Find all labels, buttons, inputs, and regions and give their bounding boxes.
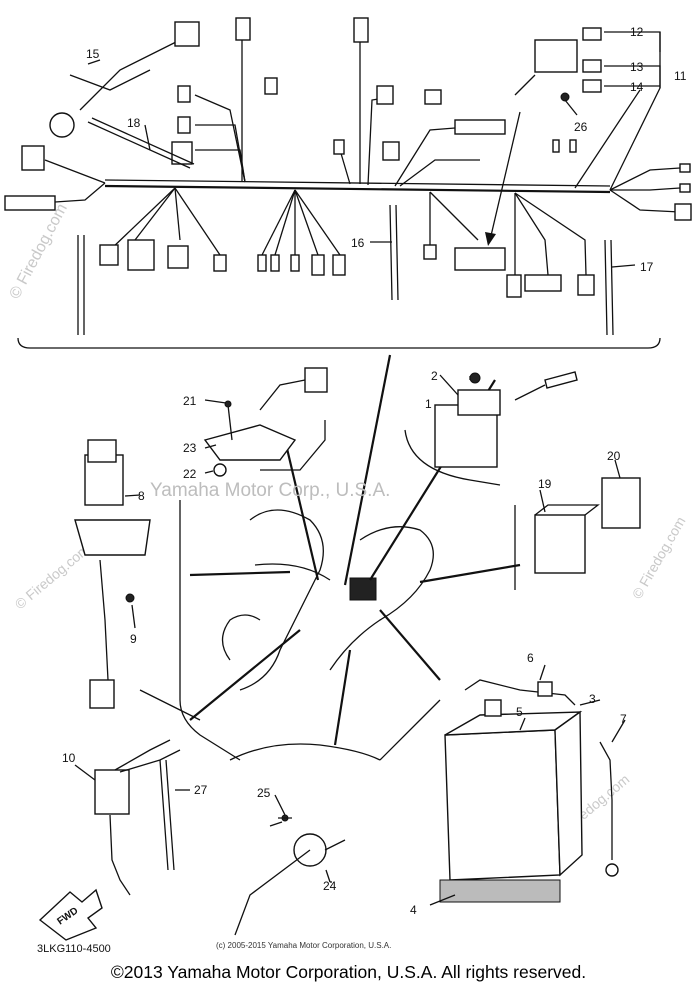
- callout-8: 8: [138, 489, 145, 503]
- callout-19: 19: [538, 477, 552, 491]
- callout-7: 7: [620, 712, 627, 726]
- callout-9: 9: [130, 632, 137, 646]
- callout-numbers: 1 2 3 4 5 6 7 8 9 10 11 12 13 14 15 16 1…: [62, 25, 687, 917]
- components: FWD: [38, 354, 641, 941]
- callout-2: 2: [431, 369, 438, 383]
- callout-23: 23: [183, 441, 197, 455]
- callout-17: 17: [640, 260, 654, 274]
- callout-20: 20: [607, 449, 621, 463]
- callout-3: 3: [589, 692, 596, 706]
- copyright-notice: ©2013 Yamaha Motor Corporation, U.S.A. A…: [110, 962, 587, 982]
- yamaha-watermark: Yamaha Motor Corp., U.S.A.: [150, 480, 390, 501]
- part-code: 3LKG110-4500: [37, 943, 111, 955]
- small-copyright: (c) 2005-2015 Yamaha Motor Corporation, …: [216, 941, 392, 950]
- callout-14: 14: [630, 80, 644, 94]
- callout-12: 12: [630, 25, 644, 39]
- callout-6: 6: [527, 651, 534, 665]
- callout-15: 15: [86, 47, 100, 61]
- callout-13: 13: [630, 60, 644, 74]
- site-watermark-mid: © Firedog.com: [12, 541, 93, 612]
- callout-18: 18: [127, 116, 141, 130]
- callout-22: 22: [183, 467, 197, 481]
- callout-25: 25: [257, 786, 271, 800]
- callout-21: 21: [183, 394, 197, 408]
- callout-27: 27: [194, 783, 208, 797]
- callout-11: 11: [674, 69, 687, 83]
- callout-1: 1: [425, 397, 432, 411]
- callout-4: 4: [410, 903, 417, 917]
- callout-10: 10: [62, 751, 76, 765]
- callout-16: 16: [351, 236, 365, 250]
- main-harness: [4, 17, 692, 349]
- callout-5: 5: [516, 705, 523, 719]
- callout-24: 24: [323, 879, 337, 893]
- callout-26: 26: [574, 120, 588, 134]
- site-watermark-left: © Firedog.com: [7, 201, 71, 302]
